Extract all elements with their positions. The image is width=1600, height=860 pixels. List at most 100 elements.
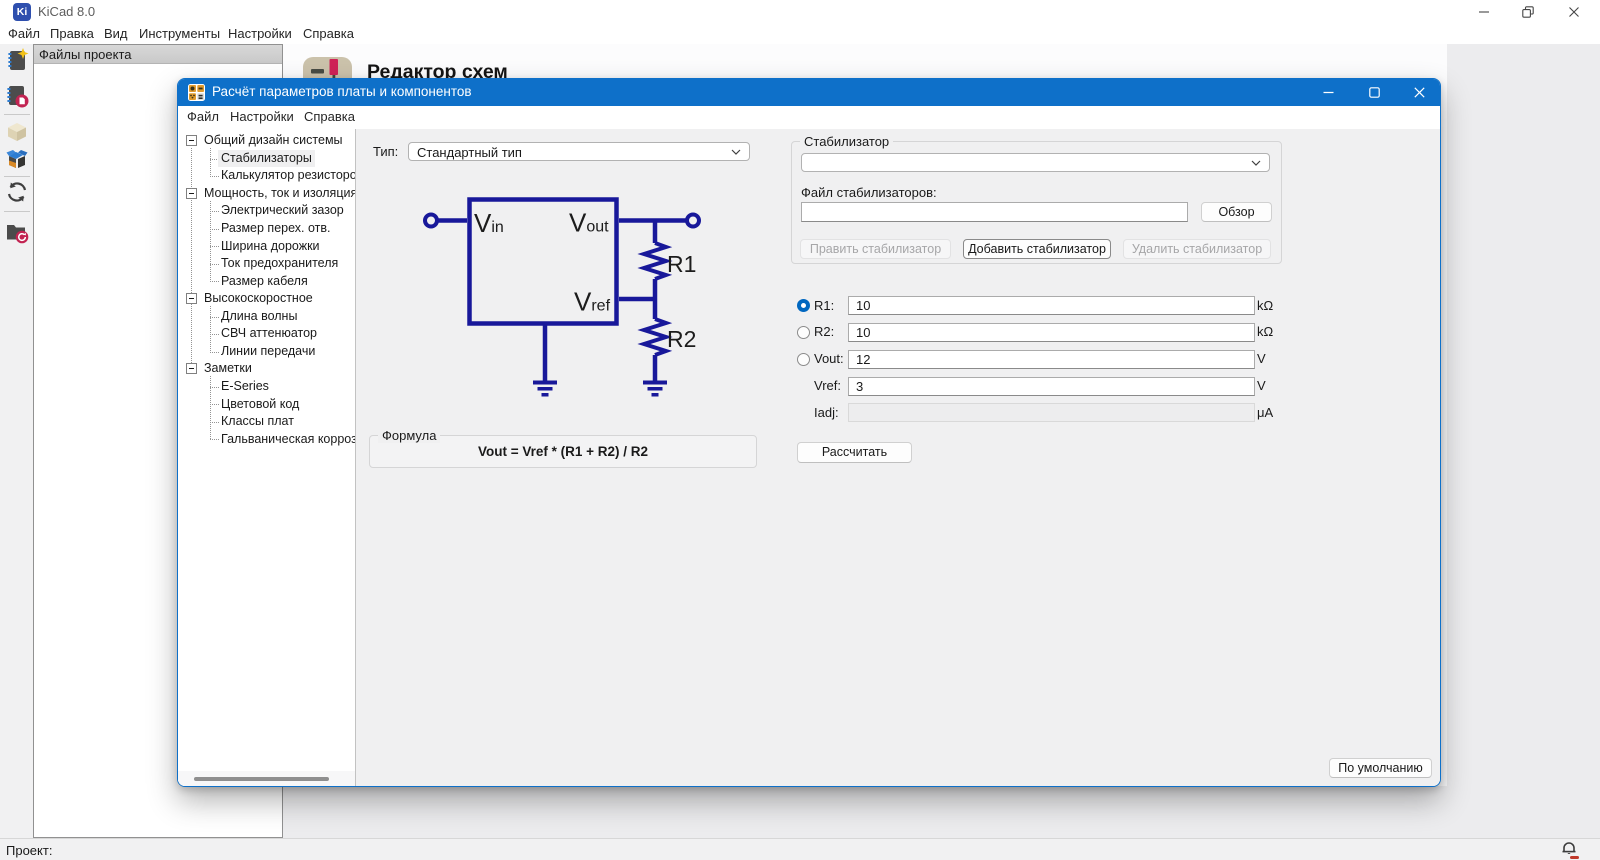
type-combobox[interactable]: Стандартный тип xyxy=(408,142,750,161)
tree-item-Цветовой код[interactable]: Цветовой код xyxy=(178,396,355,414)
tree-item-label[interactable]: Ширина дорожки xyxy=(221,238,320,253)
open-folder-icon[interactable] xyxy=(5,220,29,244)
param-label-R2: R2: xyxy=(814,324,835,340)
left-toolbar xyxy=(0,44,34,838)
main-menu-item-1[interactable]: Правка xyxy=(50,26,94,41)
dialog-close-button[interactable] xyxy=(1414,87,1425,98)
toolbar-separator xyxy=(4,176,30,177)
tree-item-Электрический зазор[interactable]: Электрический зазор xyxy=(178,202,355,220)
dialog-menu-item-0[interactable]: Файл xyxy=(187,109,219,124)
toolbar-separator xyxy=(4,211,30,212)
tree-item-label[interactable]: Цветовой код xyxy=(221,396,300,411)
launcher-item-schematic-editor[interactable]: Редактор схем xyxy=(367,61,508,83)
radio-Vout[interactable] xyxy=(797,352,810,366)
tree-item-Калькулятор резисторов[interactable]: Калькулятор резисторов xyxy=(178,167,355,185)
tree-connector-line xyxy=(210,334,219,335)
tree-item-Мощность, ток и изоляция[interactable]: Мощность, ток и изоляция xyxy=(178,185,355,203)
tree-item-Ширина дорожки[interactable]: Ширина дорожки xyxy=(178,238,355,256)
tree-item-Заметки[interactable]: Заметки xyxy=(178,360,355,378)
tree-item-label[interactable]: СВЧ аттенюатор xyxy=(221,326,317,341)
tree-hscrollbar[interactable] xyxy=(178,771,355,786)
tree-item-label[interactable]: Классы плат xyxy=(221,414,294,429)
tree-item-Длина волны[interactable]: Длина волны xyxy=(178,308,355,326)
main-menu-item-2[interactable]: Вид xyxy=(104,26,128,41)
tree-item-Линии передачи[interactable]: Линии передачи xyxy=(178,343,355,361)
formula-text: Vout = Vref * (R1 + R2) / R2 xyxy=(477,444,649,459)
tree-item-label[interactable]: Общий дизайн системы xyxy=(204,133,343,148)
param-input-Vout[interactable] xyxy=(848,349,1255,369)
param-unit-Iadj: μA xyxy=(1257,404,1274,420)
main-menu-item-3[interactable]: Инструменты xyxy=(139,26,221,41)
tree-item-Ток предохранителя[interactable]: Ток предохранителя xyxy=(178,255,355,273)
tree-expander-icon[interactable] xyxy=(186,293,197,305)
dialog-menubar: Файл Настройки Справка xyxy=(178,106,1440,129)
tree-item-label[interactable]: Электрический зазор xyxy=(221,203,344,218)
radio-R2[interactable] xyxy=(797,325,810,339)
dialog-menu-item-1[interactable]: Настройки xyxy=(230,109,294,124)
tree-item-label[interactable]: Гальваническая коррозия xyxy=(221,431,356,446)
defaults-button[interactable]: По умолчанию xyxy=(1329,758,1432,778)
tree-item-Размер перех. отв.[interactable]: Размер перех. отв. xyxy=(178,220,355,238)
main-menu-item-4[interactable]: Настройки xyxy=(228,26,292,41)
tree-item-label[interactable]: Длина волны xyxy=(221,308,298,323)
tree-item-label[interactable]: Ток предохранителя xyxy=(221,256,339,271)
chevron-down-icon xyxy=(1251,160,1261,166)
tree-item-label[interactable]: Мощность, ток и изоляция xyxy=(204,185,356,200)
tree-item-label[interactable]: Линии передачи xyxy=(221,343,316,358)
calculate-button[interactable]: Рассчитать xyxy=(797,442,912,463)
main-menu-item-0[interactable]: Файл xyxy=(8,26,40,41)
dialog-titlebar[interactable]: Расчёт параметров платы и компонентов xyxy=(178,79,1440,106)
stabilizer-combobox[interactable] xyxy=(801,153,1270,172)
tree-connector-line xyxy=(210,404,219,405)
dialog-minimize-button[interactable] xyxy=(1323,87,1334,98)
stabilizer-group-label: Стабилизатор xyxy=(800,134,894,149)
tree-item-label[interactable]: E-Series xyxy=(221,378,269,393)
unarchive-project-icon[interactable] xyxy=(5,146,29,170)
tree-item-СВЧ аттенюатор[interactable]: СВЧ аттенюатор xyxy=(178,325,355,343)
tree-item-label[interactable]: Калькулятор резисторов xyxy=(221,168,356,183)
tree-connector-line xyxy=(210,200,211,282)
tree-item-Стабилизаторы[interactable]: Стабилизаторы xyxy=(178,149,355,168)
browse-button[interactable]: Обзор xyxy=(1201,202,1272,222)
add-stabilizer-button[interactable]: Добавить стабилизатор xyxy=(963,239,1111,259)
archive-project-icon[interactable] xyxy=(5,120,29,144)
tree-item-Общий дизайн системы[interactable]: Общий дизайн системы xyxy=(178,132,355,150)
dialog-maximize-button[interactable] xyxy=(1369,87,1380,98)
radio-R1[interactable] xyxy=(797,299,810,312)
param-input-R2[interactable] xyxy=(848,322,1255,342)
tree-item-E-Series[interactable]: E-Series xyxy=(178,378,355,396)
dialog-menu-item-2[interactable]: Справка xyxy=(304,109,355,124)
delete-stabilizer-button[interactable]: Удалить стабилизатор xyxy=(1123,239,1271,259)
edit-stabilizer-button[interactable]: Править стабилизатор xyxy=(800,239,951,259)
chevron-down-icon xyxy=(731,149,741,155)
param-input-Vref[interactable] xyxy=(848,376,1255,396)
open-project-icon[interactable] xyxy=(5,84,29,108)
tree-item-label[interactable]: Стабилизаторы xyxy=(218,149,315,168)
stabilizer-file-input[interactable] xyxy=(801,202,1188,222)
tree-item-label[interactable]: Размер перех. отв. xyxy=(221,221,331,235)
main-menu-item-5[interactable]: Справка xyxy=(303,26,354,41)
tree-item-label[interactable]: Размер кабеля xyxy=(221,273,308,288)
param-unit-R2: kΩ xyxy=(1257,324,1274,340)
tree-item-Высокоскоростное[interactable]: Высокоскоростное xyxy=(178,290,355,308)
notifications-bell-icon[interactable] xyxy=(1561,840,1577,856)
tree-expander-icon[interactable] xyxy=(186,363,197,375)
refresh-icon[interactable] xyxy=(5,180,29,204)
param-input-Iadj[interactable] xyxy=(848,403,1255,423)
tree-item-label[interactable]: Высокоскоростное xyxy=(204,291,313,306)
tree-item-Размер кабеля[interactable]: Размер кабеля xyxy=(178,273,355,291)
new-project-icon[interactable] xyxy=(5,48,29,72)
type-label: Тип: xyxy=(373,144,399,159)
tree-item-label[interactable]: Заметки xyxy=(204,361,252,376)
tree-item-Классы плат[interactable]: Классы плат xyxy=(178,413,355,431)
tree-item-Гальваническая коррозия[interactable]: Гальваническая коррозия xyxy=(178,431,355,449)
project-files-header: Файлы проекта xyxy=(34,45,282,64)
main-restore-button[interactable] xyxy=(1522,6,1534,18)
diagram-label-vin: Vin xyxy=(474,208,504,238)
main-minimize-button[interactable] xyxy=(1478,6,1490,18)
param-input-R1[interactable] xyxy=(848,296,1255,315)
tree-expander-icon[interactable] xyxy=(186,135,197,147)
tree-expander-icon[interactable] xyxy=(186,187,197,199)
main-close-button[interactable] xyxy=(1568,6,1580,18)
tree-hscrollbar-thumb[interactable] xyxy=(194,777,329,781)
